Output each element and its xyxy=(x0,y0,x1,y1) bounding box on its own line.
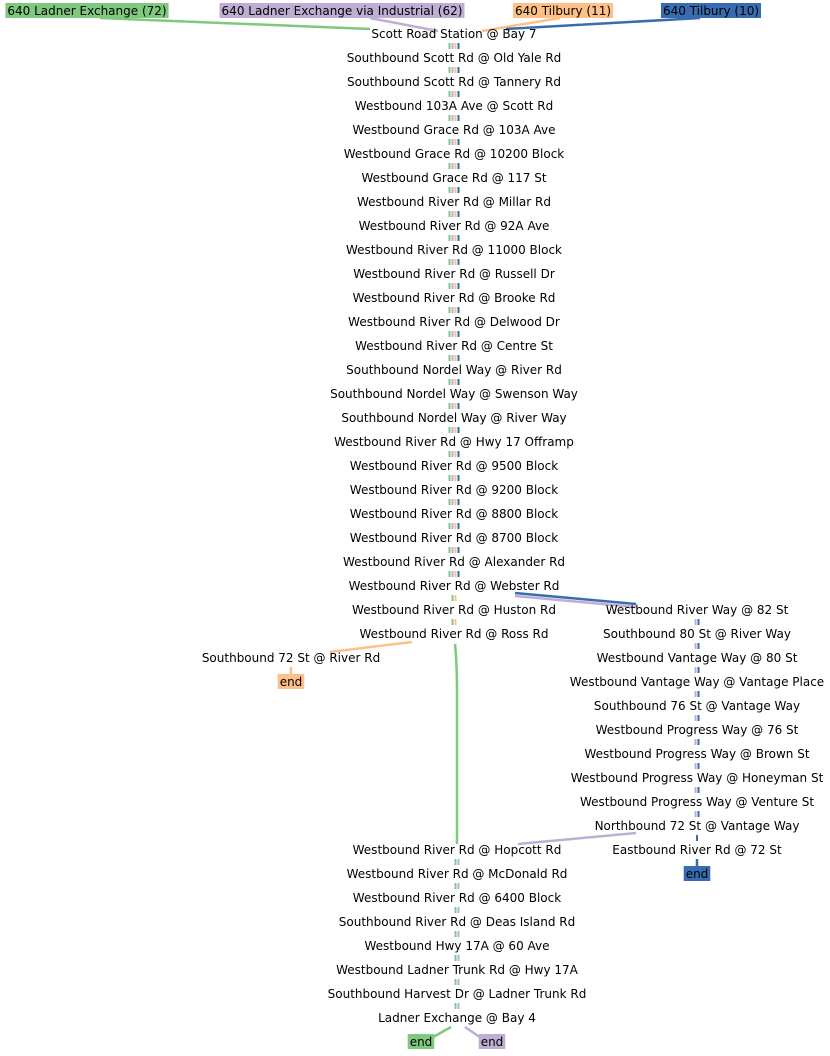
stop-label-southbound-river-rd-deas-island-rd: Southbound River Rd @ Deas Island Rd xyxy=(339,915,575,929)
stop-label-eastbound-river-rd-72-st: Eastbound River Rd @ 72 St xyxy=(612,843,782,857)
stop-label-westbound-river-rd-8800-block: Westbound River Rd @ 8800 Block xyxy=(350,507,558,521)
stop-label-southbound-nordel-way-river-way: Southbound Nordel Way @ River Way xyxy=(341,411,566,425)
stop-label-westbound-river-rd-hopcott-rd: Westbound River Rd @ Hopcott Rd xyxy=(353,843,562,857)
end-label-r10: end xyxy=(686,867,709,881)
stop-label-southbound-harvest-dr-ladner-trunk-rd: Southbound Harvest Dr @ Ladner Trunk Rd xyxy=(328,987,587,1001)
route-labels: 640 Ladner Exchange (72) 640 Ladner Excha… xyxy=(5,3,762,18)
stop-label-southbound-76-st-vantage-way: Southbound 76 St @ Vantage Way xyxy=(594,699,800,713)
end-labels: end end end end xyxy=(277,674,711,1049)
end-label-r11-bg xyxy=(277,674,305,689)
stop-label-westbound-river-way-82-st: Westbound River Way @ 82 St xyxy=(606,603,789,617)
stop-label-westbound-river-rd-9200-block: Westbound River Rd @ 9200 Block xyxy=(350,483,558,497)
edge-r72-long xyxy=(453,643,459,844)
edge-r11-start xyxy=(481,16,561,33)
edge-r72-start xyxy=(99,16,371,31)
stop-label-westbound-river-rd-alexander-rd: Westbound River Rd @ Alexander Rd xyxy=(343,555,565,569)
edge-r62-start xyxy=(369,16,439,33)
stop-label-westbound-progress-way-venture-st: Westbound Progress Way @ Venture St xyxy=(580,795,814,809)
stop-label-westbound-river-rd-huston-rd: Westbound River Rd @ Huston Rd xyxy=(352,603,556,617)
stop-label-westbound-river-rd-9500-block: Westbound River Rd @ 9500 Block xyxy=(350,459,558,473)
route-label-640-ladner-exchange-72-bg xyxy=(5,3,169,18)
route-label-640-tilbury-11-bg xyxy=(512,3,614,18)
stop-label-northbound-72-st-vantage-way: Northbound 72 St @ Vantage Way xyxy=(595,819,800,833)
route-label-640-tilbury-11: 640 Tilbury (11) xyxy=(515,4,611,18)
stop-label-southbound-scott-rd-old-yale-rd: Southbound Scott Rd @ Old Yale Rd xyxy=(347,51,562,65)
stop-label-westbound-river-rd-11000-block: Westbound River Rd @ 11000 Block xyxy=(346,243,562,257)
end-label-r62: end xyxy=(481,1035,504,1049)
stop-label-westbound-river-rd-centre-st: Westbound River Rd @ Centre St xyxy=(355,339,553,353)
stop-label-ladner-exchange-bay-4: Ladner Exchange @ Bay 4 xyxy=(378,1011,536,1025)
stop-label-westbound-river-rd-6400-block: Westbound River Rd @ 6400 Block xyxy=(353,891,561,905)
route-label-640-ladner-exchange-72: 640 Ladner Exchange (72) xyxy=(7,4,166,18)
route-label-640-ladner-exchange-via-industrial-62-bg xyxy=(219,3,465,18)
end-label-r72-bg xyxy=(407,1034,435,1049)
end-label-r62-bg xyxy=(478,1034,506,1049)
end-label-r72: end xyxy=(410,1035,433,1049)
edge-r62-rejoin xyxy=(517,831,637,846)
stop-label-westbound-progress-way-honeyman-st: Westbound Progress Way @ Honeyman St xyxy=(571,771,824,785)
edge-r62-industrial xyxy=(514,594,637,609)
stop-label-westbound-103a-ave-scott-rd: Westbound 103A Ave @ Scott Rd xyxy=(355,99,553,113)
stop-label-westbound-ladner-trunk-rd-hwy-17a: Westbound Ladner Trunk Rd @ Hwy 17A xyxy=(336,963,579,977)
stop-label-westbound-vantage-way-vantage-place: Westbound Vantage Way @ Vantage Place xyxy=(570,675,824,689)
stop-label-scott-road-station-bay-7: Scott Road Station @ Bay 7 xyxy=(371,27,536,41)
edge-r11-branch xyxy=(329,640,413,654)
end-label-r11: end xyxy=(280,675,303,689)
stop-label-southbound-nordel-way-river-rd: Southbound Nordel Way @ River Rd xyxy=(346,363,562,377)
route-label-640-tilbury-10-bg xyxy=(660,3,762,18)
stop-label-westbound-grace-rd-117-st: Westbound Grace Rd @ 117 St xyxy=(361,171,546,185)
stop-label-westbound-river-rd-brooke-rd: Westbound River Rd @ Brooke Rd xyxy=(353,291,556,305)
stop-label-westbound-river-rd-92a-ave: Westbound River Rd @ 92A Ave xyxy=(359,219,550,233)
stop-label-westbound-river-rd-delwood-dr: Westbound River Rd @ Delwood Dr xyxy=(348,315,560,329)
edge-r10-start xyxy=(505,16,701,31)
stop-label-westbound-river-rd-ross-rd: Westbound River Rd @ Ross Rd xyxy=(359,627,548,641)
stop-label-southbound-nordel-way-swenson-way: Southbound Nordel Way @ Swenson Way xyxy=(330,387,578,401)
stop-label-southbound-80-st-river-way: Southbound 80 St @ River Way xyxy=(603,627,791,641)
stop-label-westbound-hwy-17a-60-ave: Westbound Hwy 17A @ 60 Ave xyxy=(364,939,549,953)
edge-r10-industrial xyxy=(514,591,637,606)
stop-label-westbound-river-rd-8700-block: Westbound River Rd @ 8700 Block xyxy=(350,531,558,545)
stop-label-westbound-progress-way-76-st: Westbound Progress Way @ 76 St xyxy=(596,723,799,737)
stop-label-westbound-river-rd-hwy-17-offramp: Westbound River Rd @ Hwy 17 Offramp xyxy=(334,435,574,449)
route-label-640-tilbury-10: 640 Tilbury (10) xyxy=(663,4,759,18)
end-label-r10-bg xyxy=(683,866,711,881)
stop-label-southbound-scott-rd-tannery-rd: Southbound Scott Rd @ Tannery Rd xyxy=(347,75,561,89)
stop-label-westbound-river-rd-russell-dr: Westbound River Rd @ Russell Dr xyxy=(353,267,555,281)
stop-label-westbound-grace-rd-103a-ave: Westbound Grace Rd @ 103A Ave xyxy=(353,123,556,137)
route-label-640-ladner-exchange-via-industrial-62: 640 Ladner Exchange via Industrial (62) xyxy=(222,4,463,18)
stop-label-westbound-progress-way-brown-st: Westbound Progress Way @ Brown St xyxy=(584,747,809,761)
stop-label-westbound-vantage-way-80-st: Westbound Vantage Way @ 80 St xyxy=(597,651,798,665)
stop-label-southbound-72-st-river-rd: Southbound 72 St @ River Rd xyxy=(202,651,380,665)
stop-label-westbound-grace-rd-10200-block: Westbound Grace Rd @ 10200 Block xyxy=(344,147,565,161)
stop-labels: Scott Road Station @ Bay 7 Southbound Sco… xyxy=(202,27,824,1025)
stop-label-westbound-river-rd-millar-rd: Westbound River Rd @ Millar Rd xyxy=(357,195,551,209)
stop-label-westbound-river-rd-webster-rd: Westbound River Rd @ Webster Rd xyxy=(349,579,560,593)
stop-label-westbound-river-rd-mcdonald-rd: Westbound River Rd @ McDonald Rd xyxy=(347,867,568,881)
